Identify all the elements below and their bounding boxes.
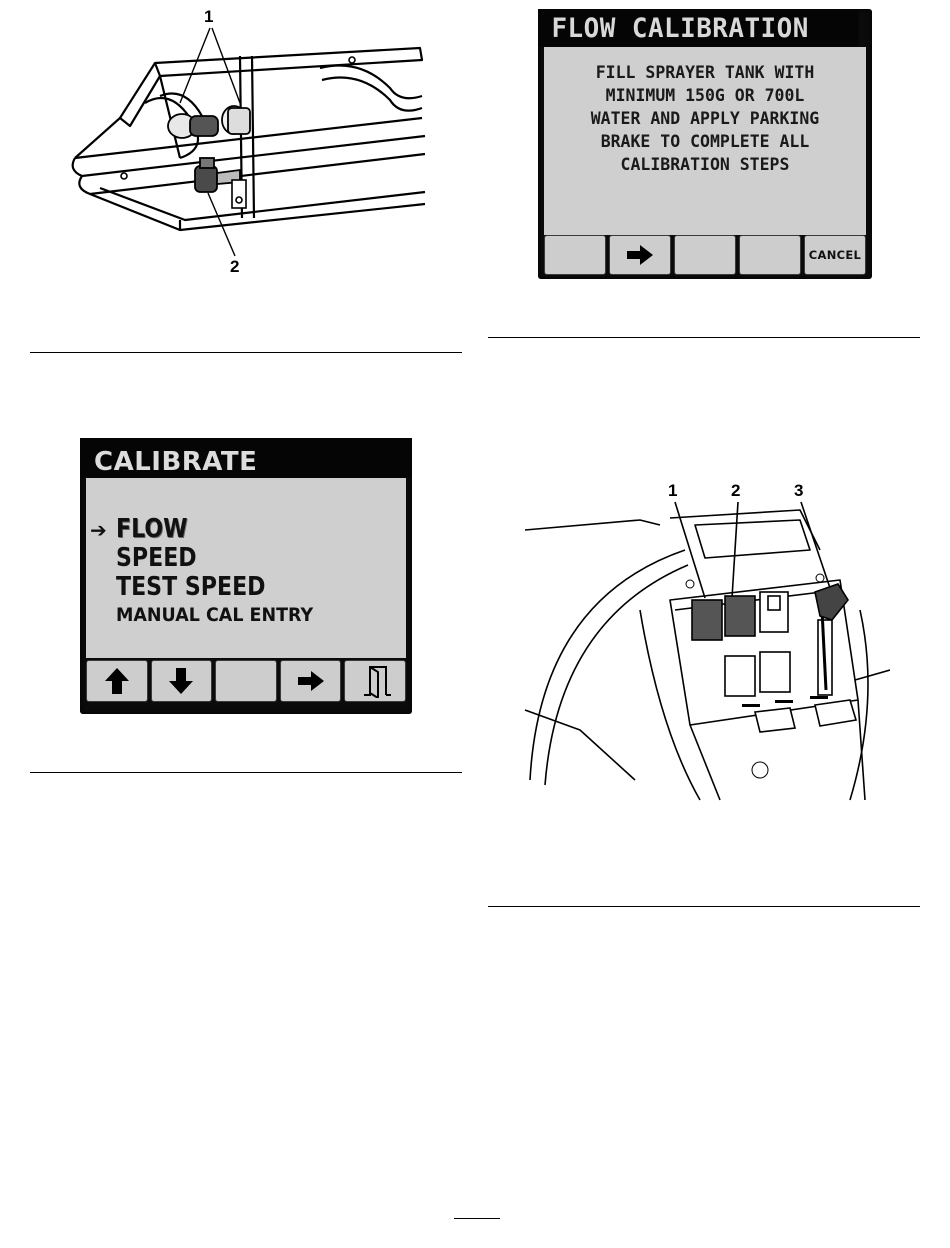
right-arrow-icon bbox=[625, 244, 655, 266]
soft-key-1[interactable] bbox=[544, 235, 606, 275]
cancel-button[interactable]: CANCEL bbox=[804, 235, 866, 275]
message-line: BRAKE TO COMPLETE ALL bbox=[544, 130, 866, 153]
next-button[interactable] bbox=[609, 235, 671, 275]
soft-key-row: CANCEL bbox=[544, 235, 866, 275]
soft-key-4[interactable] bbox=[739, 235, 801, 275]
screen-title: CALIBRATE bbox=[80, 438, 412, 478]
section-divider bbox=[30, 352, 462, 353]
exit-button[interactable] bbox=[344, 660, 406, 702]
section-divider bbox=[488, 906, 920, 907]
instruction-message: FILL SPRAYER TANK WITH MINIMUM 150G OR 7… bbox=[544, 47, 866, 176]
soft-key-3[interactable] bbox=[215, 660, 277, 702]
calibrate-screen: CALIBRATE ➔ FLOW SPEED TEST SPEED MANUAL… bbox=[80, 438, 412, 714]
screen-title: FLOW CALIBRATION bbox=[538, 9, 859, 47]
up-arrow-icon bbox=[104, 667, 130, 695]
section-divider bbox=[488, 337, 920, 338]
page-number-underline bbox=[454, 1218, 500, 1219]
up-button[interactable] bbox=[86, 660, 148, 702]
right-arrow-icon bbox=[296, 670, 326, 692]
figure-console-switches: 1 2 3 bbox=[520, 480, 890, 810]
console-illustration bbox=[520, 480, 890, 810]
menu-item-speed[interactable]: SPEED bbox=[116, 543, 197, 573]
message-line: MINIMUM 150G OR 700L bbox=[544, 84, 866, 107]
figure-pipe-assembly: 1 2 bbox=[60, 8, 440, 278]
message-line: FILL SPRAYER TANK WITH bbox=[544, 61, 866, 84]
down-button[interactable] bbox=[151, 660, 213, 702]
pipe-assembly-illustration bbox=[60, 8, 440, 278]
menu-item-test-speed[interactable]: TEST SPEED bbox=[116, 572, 266, 602]
section-divider bbox=[30, 772, 462, 773]
flow-calibration-screen: FLOW CALIBRATION FILL SPRAYER TANK WITH … bbox=[538, 9, 872, 279]
selection-arrow-icon: ➔ bbox=[90, 518, 107, 542]
message-line: CALIBRATION STEPS bbox=[544, 153, 866, 176]
menu-item-flow[interactable]: FLOW bbox=[116, 514, 188, 544]
soft-key-row bbox=[86, 660, 406, 702]
down-arrow-icon bbox=[168, 667, 194, 695]
menu-item-manual-cal-entry[interactable]: MANUAL CAL ENTRY bbox=[116, 604, 313, 626]
soft-key-3[interactable] bbox=[674, 235, 736, 275]
exit-door-icon bbox=[358, 664, 392, 698]
screen-message-area: FILL SPRAYER TANK WITH MINIMUM 150G OR 7… bbox=[544, 47, 866, 235]
message-line: WATER AND APPLY PARKING bbox=[544, 107, 866, 130]
menu-area: ➔ FLOW SPEED TEST SPEED MANUAL CAL ENTRY bbox=[86, 478, 406, 658]
next-button[interactable] bbox=[280, 660, 342, 702]
